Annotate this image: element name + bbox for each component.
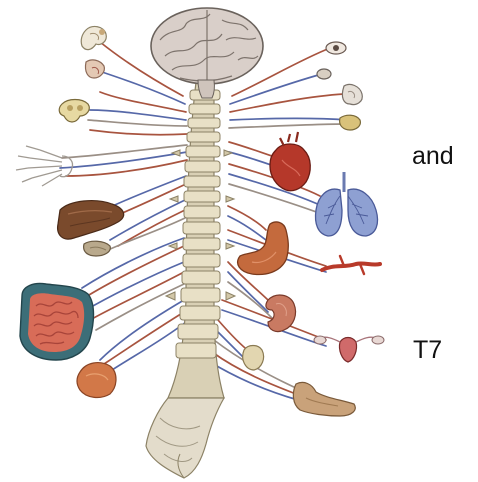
nerve-blue [230,119,348,121]
nerve-blue [230,74,322,104]
stomach-icon [238,222,289,274]
nerve-red [230,94,344,112]
nerve-blue [108,176,186,208]
nerve-red [104,312,184,364]
nose-icon [342,84,362,104]
gallbladder-icon [77,363,116,398]
label-and: and [412,144,454,169]
nerve-red [66,160,187,176]
nerve-red [100,92,186,112]
heart-icon [270,132,310,191]
nerve-gray [229,124,346,128]
spine-icon [146,82,235,478]
nerve-gray [62,145,187,158]
nerve-blue [60,152,187,168]
liver-icon [58,201,124,239]
gland-icon [317,69,331,79]
nerve-blue [90,110,186,120]
bladder-icon [243,346,264,371]
label-t7: T7 [413,338,442,363]
hand-icon [16,146,73,186]
nerve-red [90,130,187,135]
nerve-blue [112,322,186,370]
gland-icon [59,100,89,123]
intestine-icon [20,284,94,361]
nerve-gray [88,120,187,126]
gland-icon [340,115,361,130]
nerve-blue [228,272,268,312]
eye-icon [326,42,346,54]
nerve-gray [228,282,272,318]
foot-icon [293,382,355,416]
nerve-red [229,142,278,158]
artery-icon [322,256,380,274]
lungs-icon [316,172,378,236]
nose-icon [85,60,104,78]
gland-icon [84,241,111,256]
ear-icon [81,27,106,50]
uterus-icon [314,336,384,362]
brain-icon [151,8,263,98]
